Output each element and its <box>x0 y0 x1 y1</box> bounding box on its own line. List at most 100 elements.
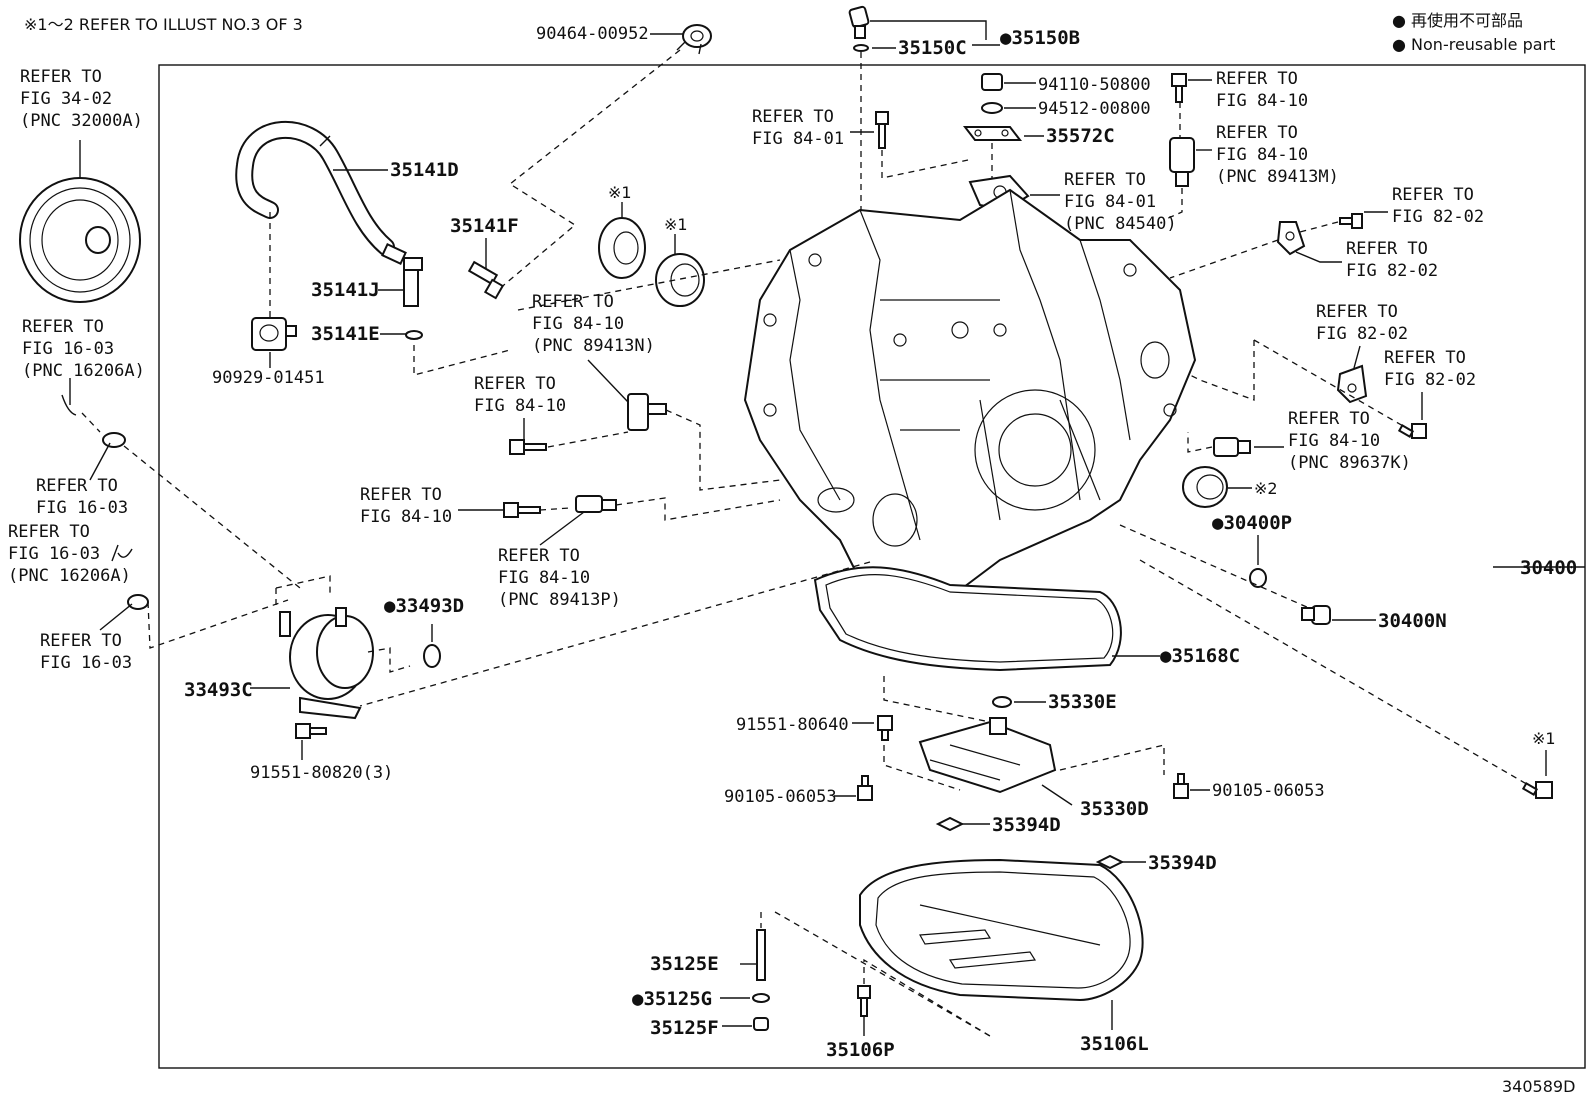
mark-1-bolt: ※1 <box>1532 729 1556 748</box>
hose-end-icon <box>61 378 77 416</box>
o-ring-icon <box>405 330 423 340</box>
ref-fig8202a-line2: FIG 82-02 <box>1392 207 1484 227</box>
ref-fig8401a-line2: FIG 84-01 <box>752 129 844 149</box>
strainer-bolt-icon <box>877 715 893 741</box>
part-35141E: 35141E <box>311 323 380 345</box>
drain-plug-icon <box>1301 605 1331 625</box>
ref-fig8401b-line1: REFER TO <box>1064 170 1146 190</box>
ref-fig8401a-line1: REFER TO <box>752 107 834 127</box>
ref-fig16a-line3: (PNC 16206A) <box>22 361 145 381</box>
strainer-o-ring-icon <box>992 696 1012 708</box>
union-bolt-icon <box>467 260 505 300</box>
ref-fig8410c-line1: REFER TO <box>1216 69 1298 89</box>
part-35106P: 35106P <box>826 1039 895 1061</box>
oil-seal-icon-3 <box>1182 466 1228 508</box>
ref-fig8410k-line2: FIG 84-10 <box>1288 431 1380 451</box>
part-35141J: 35141J <box>311 279 380 301</box>
ref-fig8202a-line1: REFER TO <box>1392 185 1474 205</box>
bolt-icon-2 <box>1339 213 1363 229</box>
oil-seal-icon-2 <box>655 253 705 307</box>
part-35394D-b: 35394D <box>1148 852 1217 874</box>
part-30400P: ●30400P <box>1212 512 1292 534</box>
bracket-plate-icon <box>962 126 1023 141</box>
ref-fig8410m-line3: (PNC 89413M) <box>1216 167 1339 187</box>
legend-english: ● Non-reusable part <box>1392 35 1555 54</box>
speed-sensor-icon-3 <box>1169 137 1195 187</box>
drain-gasket-icon <box>752 993 770 1003</box>
ref-fig16d-line2: FIG 16-03 <box>40 653 132 673</box>
ref-fig8410k-line1: REFER TO <box>1288 409 1370 429</box>
speed-sensor-icon-2 <box>575 495 617 513</box>
part-35150B: ●35150B <box>1000 27 1080 49</box>
gasket-ring-icon <box>1249 568 1267 588</box>
bolt-icon-3 <box>1397 423 1427 439</box>
hose-clamp-icon <box>102 432 126 448</box>
ref-fig8202d-line1: REFER TO <box>1384 348 1466 368</box>
pan-magnet-icon <box>935 816 965 832</box>
part-91551-80640: 91551-80640 <box>736 715 849 735</box>
breather-plug-icon <box>848 5 870 52</box>
oil-pan-icon <box>859 858 1144 1002</box>
illustration-note: ※1～2 REFER TO ILLUST NO.3 OF 3 <box>24 15 303 34</box>
legend-japanese: ● 再使用不可部品 <box>1392 11 1523 30</box>
part-35572C: 35572C <box>1046 125 1115 147</box>
part-35125F: 35125F <box>650 1017 719 1039</box>
bolt-icon-4 <box>1521 781 1553 799</box>
strainer-bolt-icon-3 <box>1173 773 1189 799</box>
part-94512-00800: 94512-00800 <box>1038 99 1151 119</box>
pipe-clip-icon <box>676 24 712 55</box>
part-90929-01451: 90929-01451 <box>212 368 325 388</box>
oil-strainer-icon <box>918 717 1057 794</box>
ref-fig8401b-line3: (PNC 84540) <box>1064 214 1177 234</box>
ref-fig16b-line1: REFER TO <box>36 476 118 496</box>
ref-fig8202d-line2: FIG 82-02 <box>1384 370 1476 390</box>
part-35125G: ●35125G <box>632 988 712 1010</box>
ref-fig8410n-line3: (PNC 89413N) <box>532 336 655 356</box>
harness-bracket-icon <box>1276 221 1306 256</box>
hose-end-icon-2 <box>111 544 133 562</box>
part-90464-00952: 90464-00952 <box>536 24 649 44</box>
ref-fig34-line2: FIG 34-02 <box>20 89 112 109</box>
part-90105-06053-right: 90105-06053 <box>1212 781 1325 801</box>
part-35394D-a: 35394D <box>992 814 1061 836</box>
part-35330E: 35330E <box>1048 691 1117 713</box>
mark-1-seal-a: ※1 <box>608 183 632 202</box>
sensor-bolt-icon-3 <box>1171 73 1187 103</box>
ref-fig8410n-line2: FIG 84-10 <box>532 314 624 334</box>
ref-fig8410p-line1: REFER TO <box>498 546 580 566</box>
drain-stud-icon <box>756 929 766 981</box>
ref-fig8410b-line2: FIG 84-10 <box>360 507 452 527</box>
part-35106L: 35106L <box>1080 1033 1149 1055</box>
sensor-bolt-icon-2 <box>503 502 541 518</box>
speed-sensor-icon-4 <box>1213 437 1251 457</box>
ref-fig16a-line1: REFER TO <box>22 317 104 337</box>
part-35125E: 35125E <box>650 953 719 975</box>
hose-bracket-icon <box>251 317 297 351</box>
ref-fig16c-line2: FIG 16-03 <box>8 544 100 564</box>
part-90105-06053-left: 90105-06053 <box>724 787 837 807</box>
bolt-icon <box>875 111 889 149</box>
ref-fig16d-line1: REFER TO <box>40 631 122 651</box>
part-35168C: ●35168C <box>1160 645 1240 667</box>
ref-fig8401b-line2: FIG 84-01 <box>1064 192 1156 212</box>
hose-clamp-icon-2 <box>127 594 149 610</box>
transaxle-case-icon <box>743 188 1197 592</box>
speed-sensor-icon <box>627 393 667 431</box>
elbow-fitting-icon <box>381 243 423 307</box>
sensor-bolt-icon <box>509 439 547 455</box>
pan-bolt-icon <box>857 985 871 1017</box>
ref-fig8202b-line2: FIG 82-02 <box>1346 261 1438 281</box>
ref-fig8410n-line1: REFER TO <box>532 292 614 312</box>
ref-fig16a-line2: FIG 16-03 <box>22 339 114 359</box>
cooler-bolt-icon <box>295 723 327 739</box>
ref-fig8410b-line1: REFER TO <box>360 485 442 505</box>
ref-fig8202b-line1: REFER TO <box>1346 239 1428 259</box>
ref-fig8410a-line1: REFER TO <box>474 374 556 394</box>
part-33493C: 33493C <box>184 679 253 701</box>
ref-fig8410p-line3: (PNC 89413P) <box>498 590 621 610</box>
ref-fig8202c-line2: FIG 82-02 <box>1316 324 1408 344</box>
part-91551-80820: 91551-80820(3) <box>250 763 393 783</box>
ref-fig34-line3: (PNC 32000A) <box>20 111 143 131</box>
ref-fig16b-line2: FIG 16-03 <box>36 498 128 518</box>
